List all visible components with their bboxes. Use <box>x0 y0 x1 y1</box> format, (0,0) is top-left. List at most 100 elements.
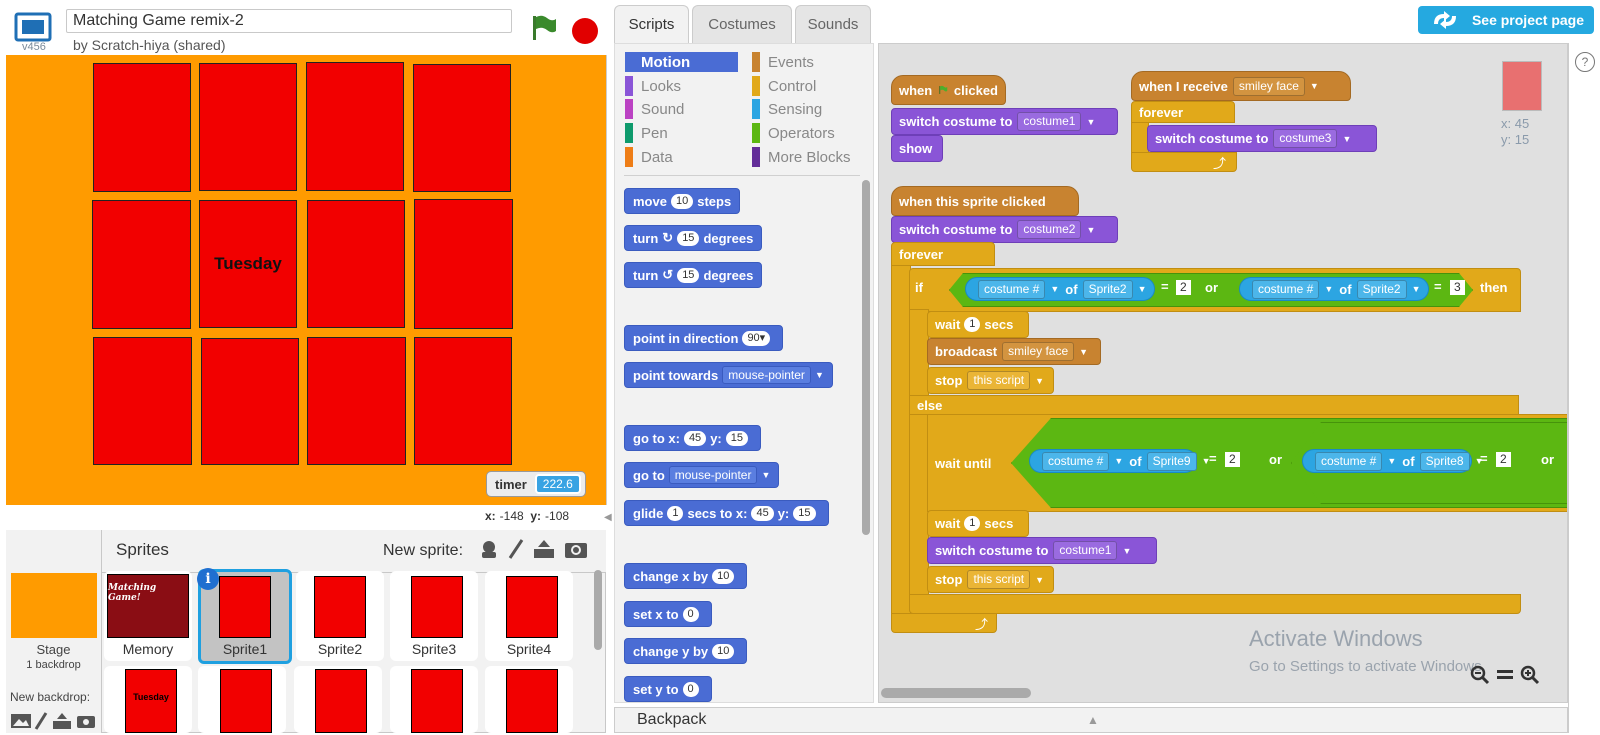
category-more-blocks[interactable]: More Blocks <box>752 147 851 167</box>
costume-dropdown[interactable]: costume3 <box>1273 129 1338 148</box>
upload-icon[interactable] <box>532 538 556 565</box>
message-dropdown[interactable]: smiley face <box>1002 342 1075 361</box>
camera-backdrop-icon[interactable] <box>76 713 96 734</box>
card[interactable] <box>92 200 191 329</box>
scripts-hscrollbar[interactable] <box>881 688 1031 698</box>
sprite-tile-sprite2[interactable]: Sprite2 <box>296 571 384 661</box>
hat-when-sprite-clicked[interactable]: when this sprite clicked <box>891 186 1079 216</box>
sprite-dropdown[interactable]: Sprite9 <box>1146 451 1197 471</box>
card[interactable] <box>93 337 192 465</box>
show-block[interactable]: show <box>891 135 943 162</box>
category-sensing[interactable]: Sensing <box>752 99 822 119</box>
block-input[interactable]: 0 <box>682 681 699 697</box>
card[interactable] <box>413 64 511 192</box>
upload-backdrop-icon[interactable] <box>52 712 72 735</box>
category-sound[interactable]: Sound <box>625 99 684 119</box>
hat-when-flag-clicked[interactable]: when clicked <box>891 75 1006 105</box>
sprite-tile[interactable] <box>390 666 478 733</box>
block-input[interactable]: 90▾ <box>742 330 771 346</box>
category-motion[interactable]: Motion <box>625 52 738 72</box>
card[interactable] <box>414 199 513 329</box>
sprite-tile-memory[interactable]: Matching Game! Memory <box>104 571 192 661</box>
sprite-tile-sprite4[interactable]: Sprite4 <box>485 571 573 661</box>
block-dropdown[interactable]: mouse-pointer <box>722 366 811 384</box>
block-input[interactable]: 10 <box>712 568 735 584</box>
category-control[interactable]: Control <box>752 76 816 96</box>
backpack-bar[interactable]: Backpack ▲ <box>614 707 1568 733</box>
costume-dropdown[interactable]: costume1 <box>1017 112 1082 131</box>
zoom-out-icon[interactable] <box>1469 664 1491 691</box>
category-operators[interactable]: Operators <box>752 123 835 143</box>
block-input[interactable]: 10 <box>670 193 694 209</box>
card[interactable] <box>201 338 299 465</box>
block-input[interactable]: 15 <box>793 505 816 521</box>
block-input[interactable]: 45 <box>751 505 774 521</box>
fullscreen-icon[interactable] <box>14 12 54 44</box>
block-input[interactable]: 15 <box>677 267 700 283</box>
tab-costumes[interactable]: Costumes <box>692 5 792 43</box>
block-input[interactable]: 15 <box>725 430 748 446</box>
value-input[interactable]: 2 <box>1176 280 1191 295</box>
sprite-dropdown[interactable]: Sprite2 <box>1356 279 1407 299</box>
card-tuesday[interactable]: Tuesday <box>199 200 297 328</box>
attribute-dropdown[interactable]: costume # <box>978 279 1046 299</box>
project-title-input[interactable]: Matching Game remix-2 <box>66 9 512 33</box>
green-flag-icon[interactable] <box>530 14 558 47</box>
attribute-dropdown[interactable]: costume # <box>1315 451 1383 471</box>
card[interactable] <box>306 62 404 191</box>
value-input[interactable]: 2 <box>1225 452 1240 467</box>
stop-dropdown[interactable]: this script <box>967 371 1031 390</box>
collapse-arrow-icon[interactable]: ◀ <box>604 512 612 523</box>
costume-dropdown[interactable]: costume2 <box>1017 220 1082 239</box>
zoom-reset-icon[interactable] <box>1495 664 1515 691</box>
tab-sounds[interactable]: Sounds <box>795 5 871 43</box>
forever-block[interactable]: forever <box>1131 101 1235 123</box>
tab-scripts[interactable]: Scripts <box>614 5 689 43</box>
block-dropdown[interactable]: mouse-pointer <box>668 466 758 484</box>
paint-backdrop-icon[interactable] <box>34 712 48 735</box>
expand-arrow-icon[interactable]: ▲ <box>1087 713 1099 727</box>
category-pen[interactable]: Pen <box>625 123 668 143</box>
attribute-dropdown[interactable]: costume # <box>1042 451 1110 471</box>
sprite-tile[interactable] <box>485 666 573 733</box>
attribute-dropdown[interactable]: costume # <box>1252 279 1320 299</box>
value-input[interactable]: 3 <box>1450 280 1465 295</box>
forever-block[interactable]: forever <box>891 242 995 266</box>
block-input[interactable]: 1 <box>667 505 684 521</box>
block-input[interactable]: 0 <box>682 606 699 622</box>
backdrop-library-icon[interactable] <box>10 712 32 735</box>
category-looks[interactable]: Looks <box>625 76 681 96</box>
block-input[interactable]: 1 <box>964 516 981 531</box>
sprite-library-icon[interactable] <box>478 538 500 565</box>
paint-brush-icon[interactable] <box>506 538 526 565</box>
sprite-tile[interactable]: Tuesday <box>104 666 192 733</box>
zoom-in-icon[interactable] <box>1519 664 1541 691</box>
stop-dropdown[interactable]: this script <box>967 570 1031 589</box>
card[interactable] <box>199 63 297 191</box>
stage-thumbnail[interactable] <box>11 573 97 638</box>
stop-icon[interactable] <box>572 18 598 44</box>
sprite-tile-sprite1[interactable]: Sprite1 <box>198 569 292 664</box>
card[interactable] <box>307 200 405 328</box>
palette-scrollbar[interactable] <box>862 180 870 535</box>
category-events[interactable]: Events <box>752 52 814 72</box>
